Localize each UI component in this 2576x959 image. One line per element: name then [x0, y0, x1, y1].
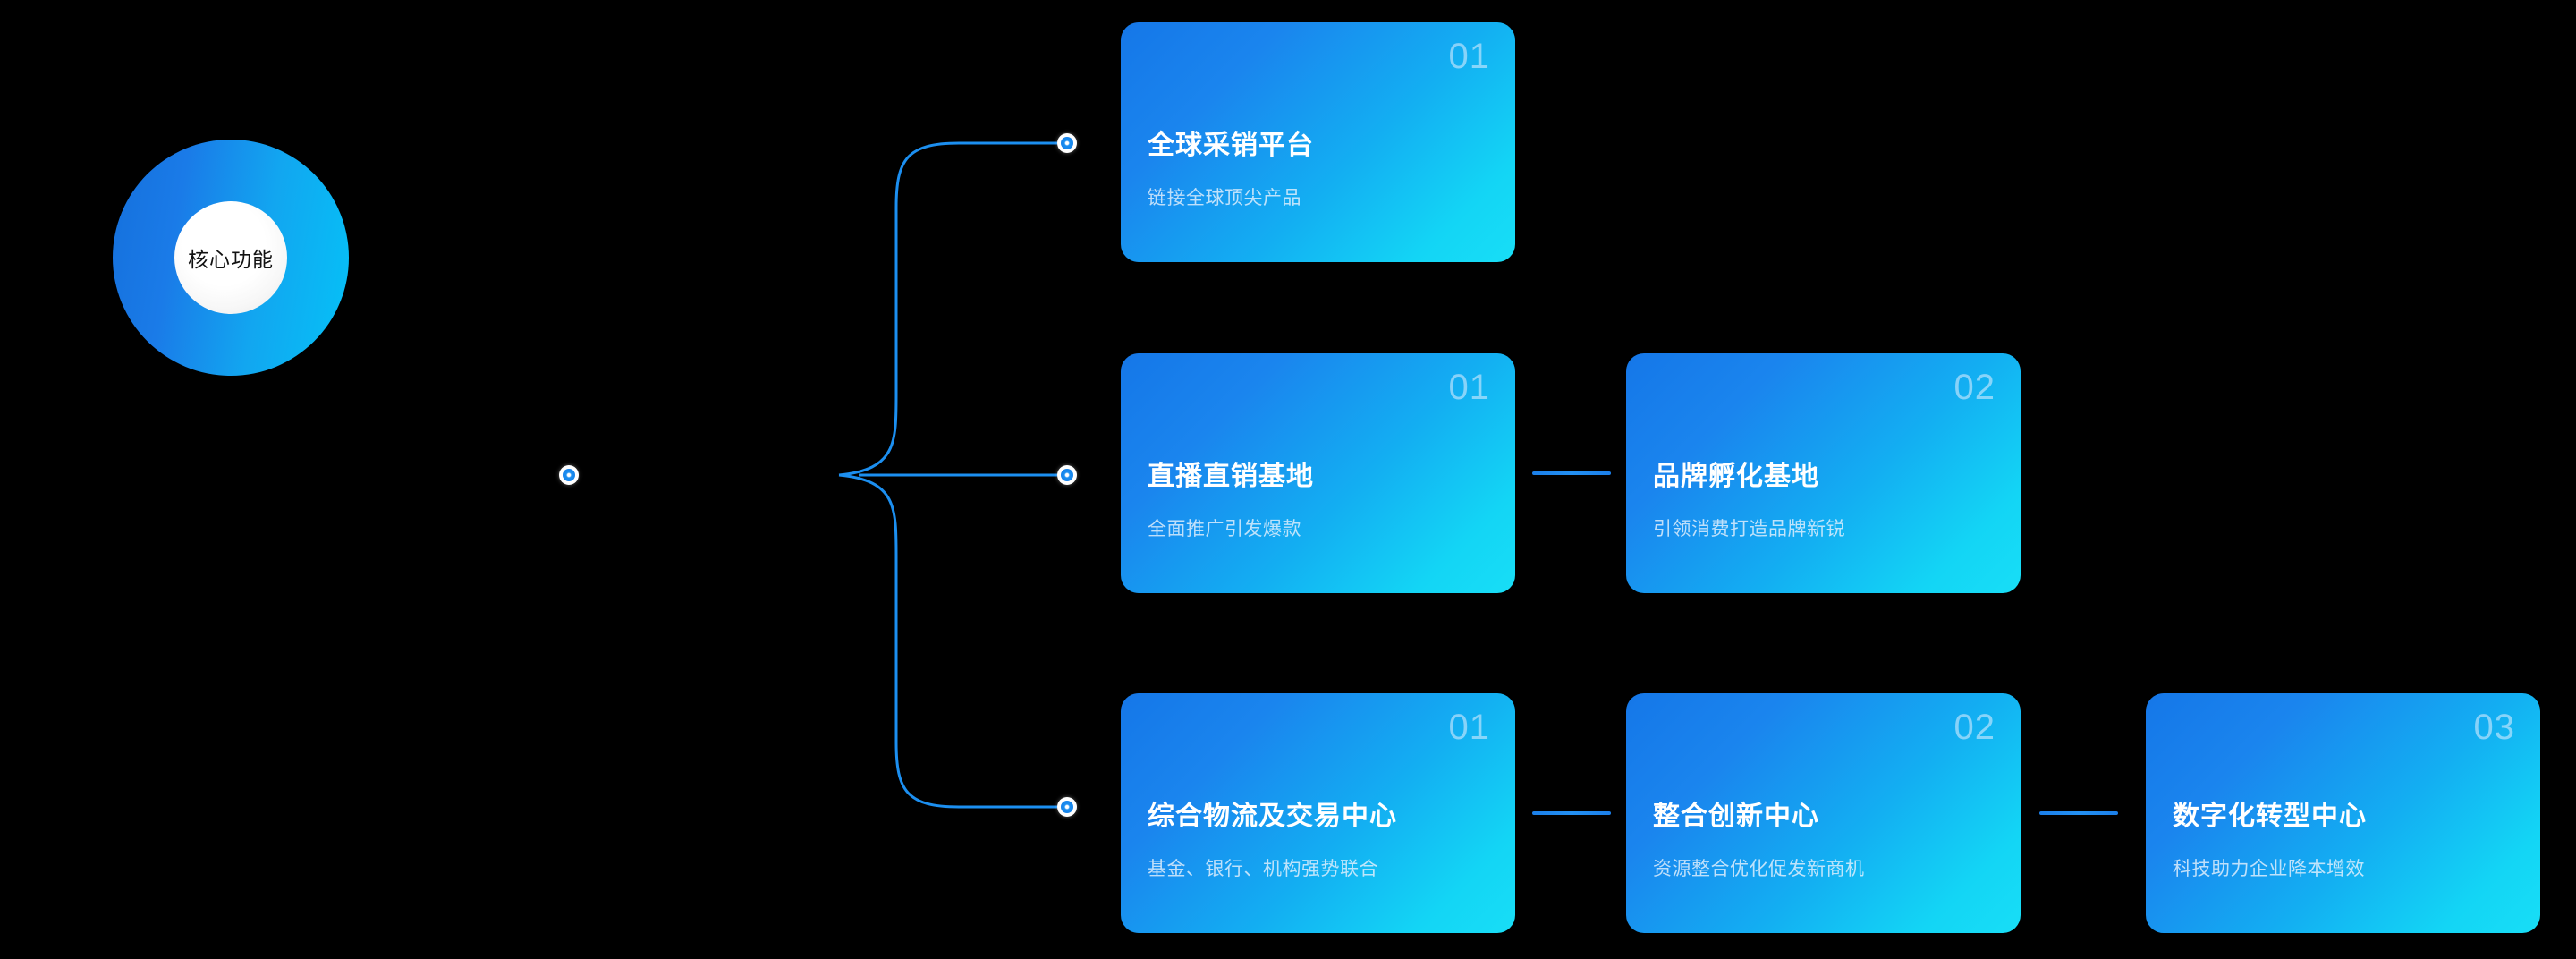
feature-card[interactable]: 02 品牌孵化基地 引领消费打造品牌新锐	[1626, 353, 2021, 593]
card-title: 直播直销基地	[1148, 462, 1314, 491]
card-title: 数字化转型中心	[2173, 802, 2367, 831]
feature-card[interactable]: 01 直播直销基地 全面推广引发爆款	[1121, 353, 1515, 593]
hub-inner-circle: 核心功能	[174, 201, 287, 314]
hub-label: 核心功能	[188, 248, 274, 271]
card-description: 引领消费打造品牌新锐	[1653, 519, 1845, 539]
hub-circle[interactable]: 核心功能	[113, 140, 349, 376]
card-number: 01	[1448, 368, 1490, 407]
feature-card[interactable]: 01 综合物流及交易中心 基金、银行、机构强势联合	[1121, 693, 1515, 933]
card-title: 综合物流及交易中心	[1148, 802, 1397, 831]
card-number: 02	[1953, 708, 1996, 747]
connector-dot-row-2[interactable]	[1057, 465, 1077, 485]
feature-card[interactable]: 02 整合创新中心 资源整合优化促发新商机	[1626, 693, 2021, 933]
wire-branch-1	[838, 141, 1057, 477]
card-description: 链接全球顶尖产品	[1148, 188, 1301, 208]
card-number: 01	[1448, 37, 1490, 76]
card-number: 01	[1448, 708, 1490, 747]
card-number: 02	[1953, 368, 1996, 407]
connector-dot-row-1[interactable]	[1057, 133, 1077, 153]
card-description: 基金、银行、机构强势联合	[1148, 859, 1378, 879]
card-title: 品牌孵化基地	[1653, 462, 1819, 491]
card-description: 科技助力企业降本增效	[2173, 859, 2365, 879]
card-link-bar	[1532, 471, 1611, 475]
card-title: 整合创新中心	[1653, 802, 1819, 831]
connector-dot-row-3[interactable]	[1057, 797, 1077, 817]
card-link-bar	[2039, 811, 2118, 815]
hub-connector-dot[interactable]	[559, 465, 579, 485]
card-description: 资源整合优化促发新商机	[1653, 859, 1865, 879]
feature-card[interactable]: 01 全球采销平台 链接全球顶尖产品	[1121, 22, 1515, 262]
wire-branch-3	[838, 473, 1057, 809]
feature-card[interactable]: 03 数字化转型中心 科技助力企业降本增效	[2146, 693, 2540, 933]
card-link-bar	[1532, 811, 1611, 815]
card-title: 全球采销平台	[1148, 131, 1314, 160]
card-number: 03	[2473, 708, 2515, 747]
card-description: 全面推广引发爆款	[1148, 519, 1301, 539]
